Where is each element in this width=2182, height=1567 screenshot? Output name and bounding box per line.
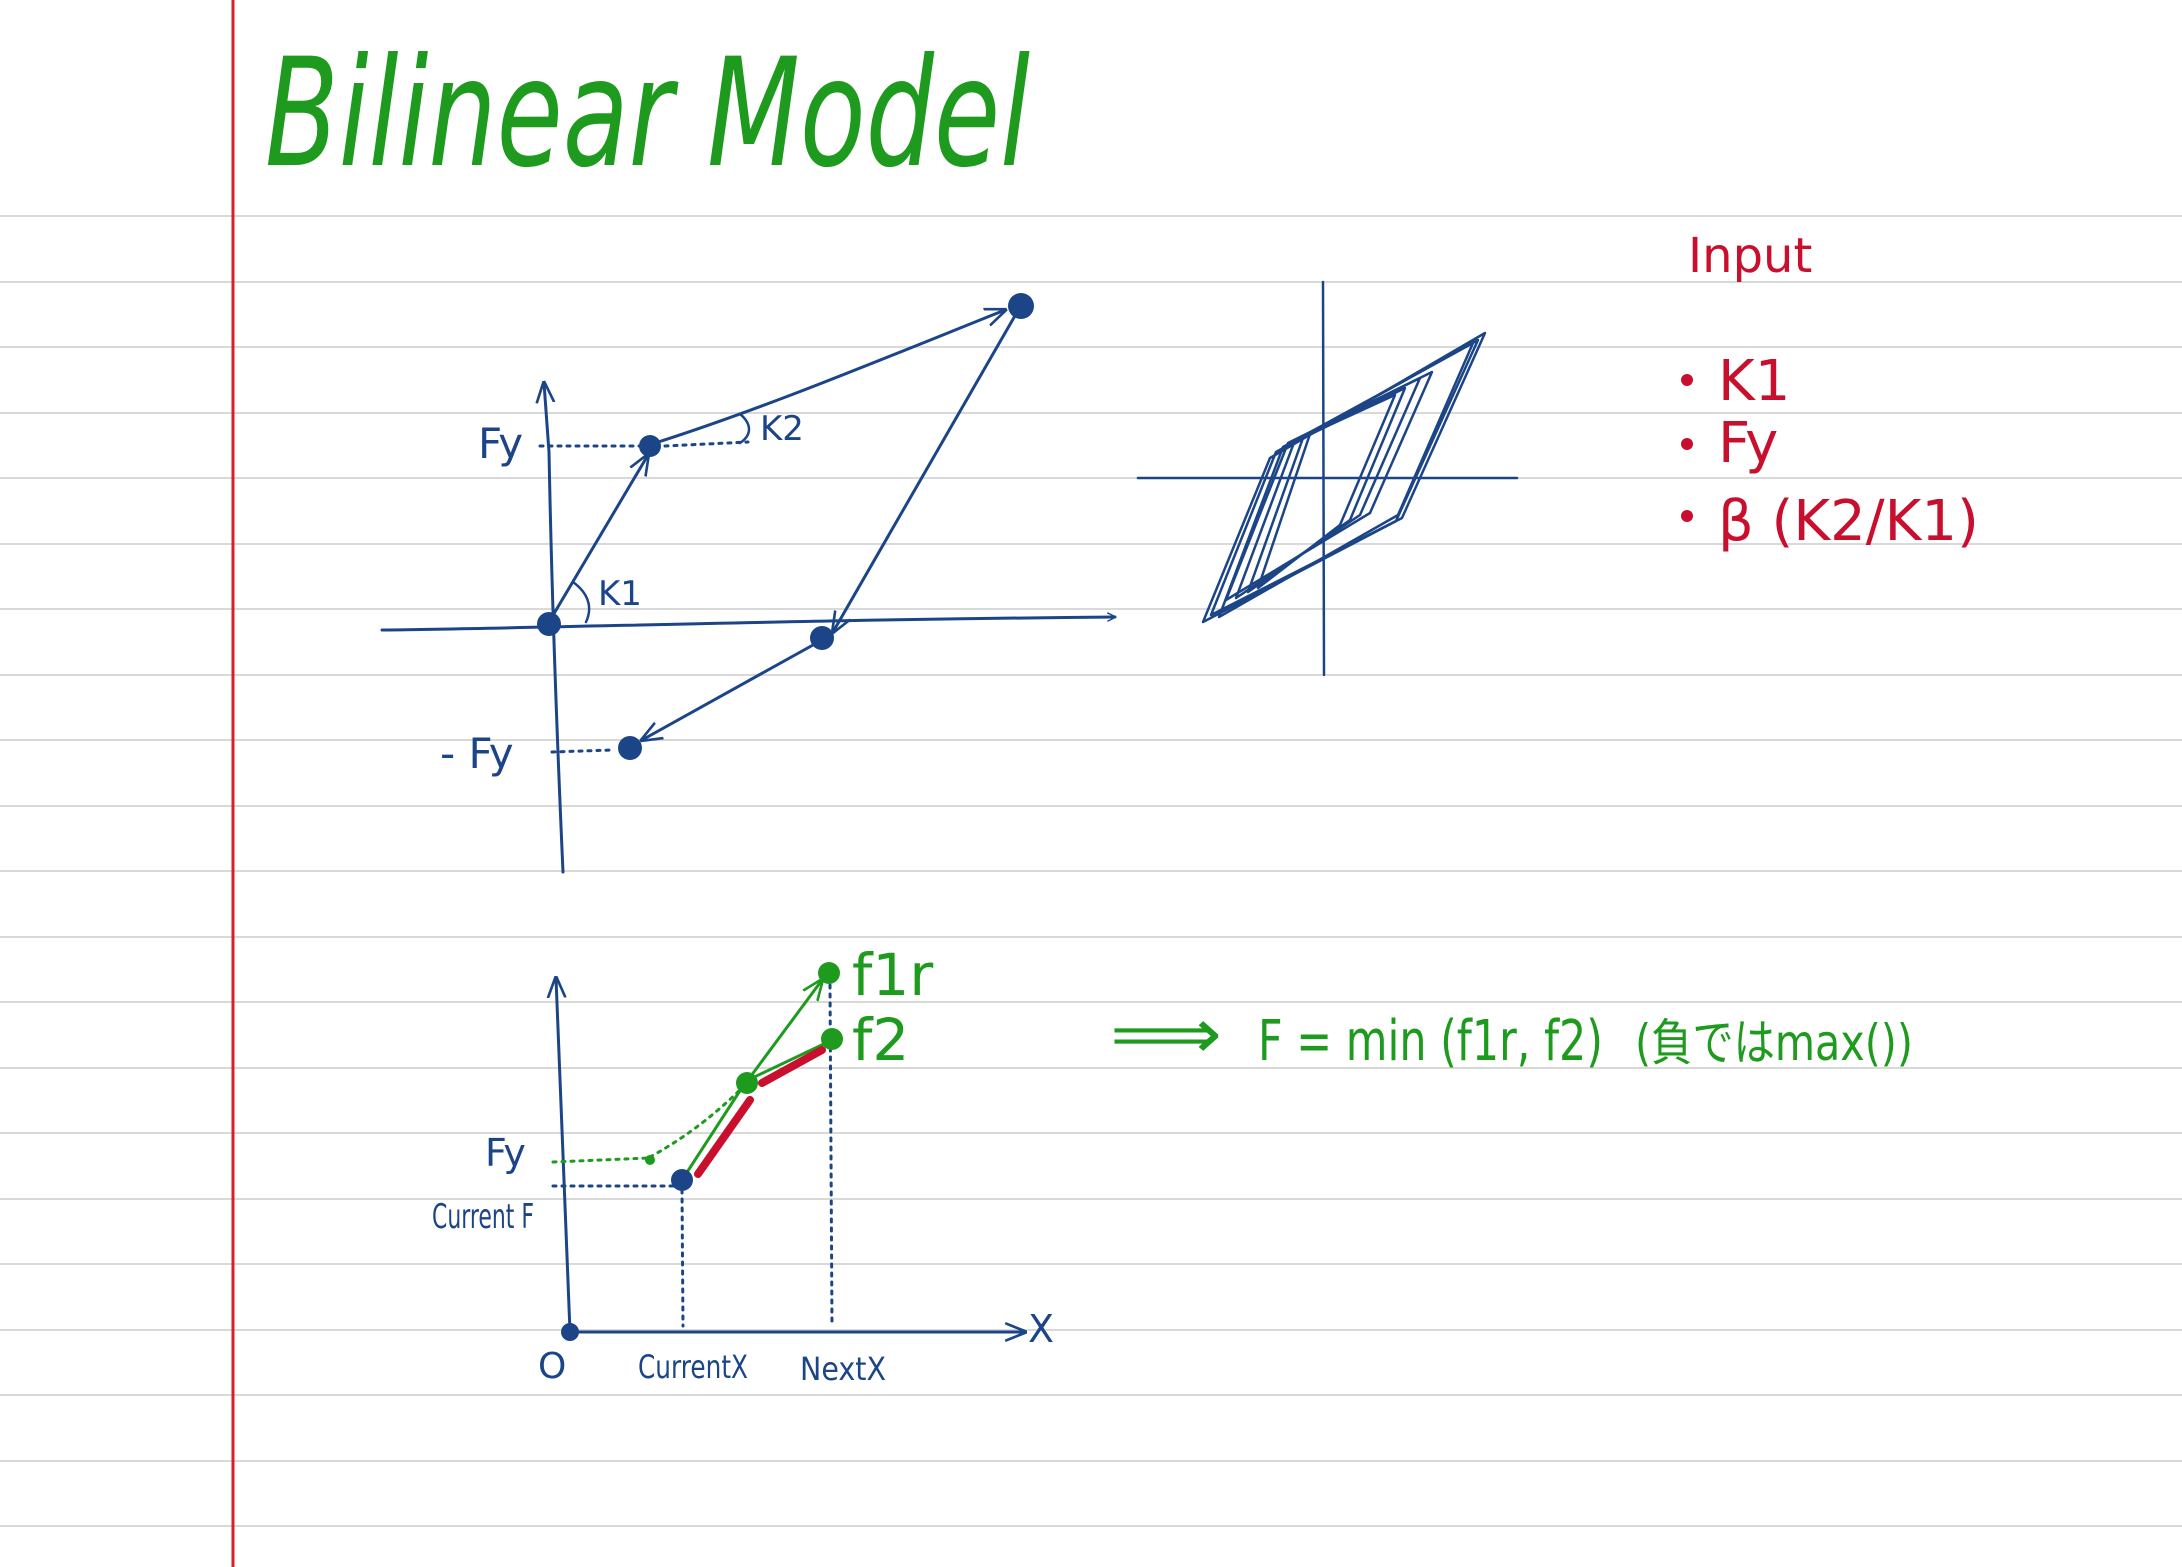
input-panel: Input K1 Fy β (K2/K1) <box>1681 228 1979 554</box>
peak-point <box>1008 293 1034 319</box>
origin-point <box>537 612 561 636</box>
update-labels: Fy Current F O CurrentX NextX X f1r f2 <box>432 941 1054 1388</box>
update-y-axis <box>556 978 572 1334</box>
f1r-label: f1r <box>852 941 933 1009</box>
hysteresis-points <box>537 293 1034 760</box>
f2-trial-segment <box>746 1041 828 1082</box>
k2-guide <box>663 440 750 448</box>
fy-guide <box>551 1156 650 1164</box>
f1r-trial-segment <box>746 980 822 1082</box>
next-x-label: NextX <box>800 1350 886 1388</box>
result-path-1 <box>694 1096 754 1178</box>
current-x-guide <box>680 1188 685 1328</box>
elastic-trial-segment <box>680 1081 747 1182</box>
hysteresis-labels: Fy - Fy K1 K2 <box>440 409 804 778</box>
current-x-label: CurrentX <box>638 1348 748 1386</box>
negative-yield-point <box>618 736 642 760</box>
hysteresis-loops-sketch <box>1136 280 1519 677</box>
update-points <box>561 962 843 1341</box>
k2-angle-arc <box>738 412 751 445</box>
loop-3 <box>1217 341 1475 619</box>
fy-point <box>645 1155 655 1165</box>
loop-5 <box>1234 376 1422 600</box>
formula-text: F = min (f1r, f2) <box>1258 1009 1603 1074</box>
bullet-3 <box>1681 510 1693 522</box>
hardening-branch <box>650 310 1005 446</box>
reverse-branch <box>642 638 824 740</box>
k2-label: K2 <box>760 409 804 449</box>
loops-y-axis <box>1321 280 1326 677</box>
x-axis-label: X <box>1028 1307 1054 1351</box>
update-origin-point <box>561 1323 579 1341</box>
input-item-beta: β (K2/K1) <box>1718 489 1979 554</box>
input-item-fy: Fy <box>1718 411 1778 476</box>
f2-point <box>821 1028 843 1050</box>
update-diagram <box>553 978 1025 1332</box>
mid-point <box>736 1072 758 1094</box>
loop-7 <box>1256 393 1397 590</box>
ruled-lines <box>0 215 2182 1527</box>
loop-4 <box>1224 370 1434 602</box>
elastic-branch <box>547 455 648 624</box>
zero-crossing-point <box>810 626 834 650</box>
bullet-2 <box>1681 438 1693 450</box>
formula-note: (負ではmax()) <box>1635 1014 1913 1072</box>
yield-point <box>639 435 661 457</box>
neg-fy-guide <box>550 748 614 754</box>
implies-arrow: ⟹ <box>1110 993 1222 1075</box>
current-f-label: Current F <box>432 1197 534 1237</box>
f2-label: f2 <box>852 1006 909 1074</box>
result-path-2 <box>758 1046 826 1087</box>
current-state-point <box>671 1169 693 1191</box>
k1-angle-arc <box>571 580 591 624</box>
bullet-1 <box>1681 374 1693 386</box>
k1-label: K1 <box>598 574 642 614</box>
force-axis <box>544 383 565 874</box>
unloading-branch <box>833 305 1022 632</box>
fy-label: Fy <box>478 419 523 468</box>
page-title: Bilinear Model <box>265 27 1030 201</box>
origin-label: O <box>538 1346 566 1387</box>
input-item-k1: K1 <box>1718 349 1790 414</box>
neg-fy-label: - Fy <box>440 729 514 778</box>
hysteresis-diagram <box>380 305 1117 874</box>
formula: ⟹ F = min (f1r, f2) (負ではmax()) <box>1110 993 1913 1075</box>
input-heading: Input <box>1688 228 1812 284</box>
f1r-point <box>818 962 840 984</box>
update-fy-label: Fy <box>485 1131 526 1175</box>
displacement-axis <box>380 617 1117 632</box>
